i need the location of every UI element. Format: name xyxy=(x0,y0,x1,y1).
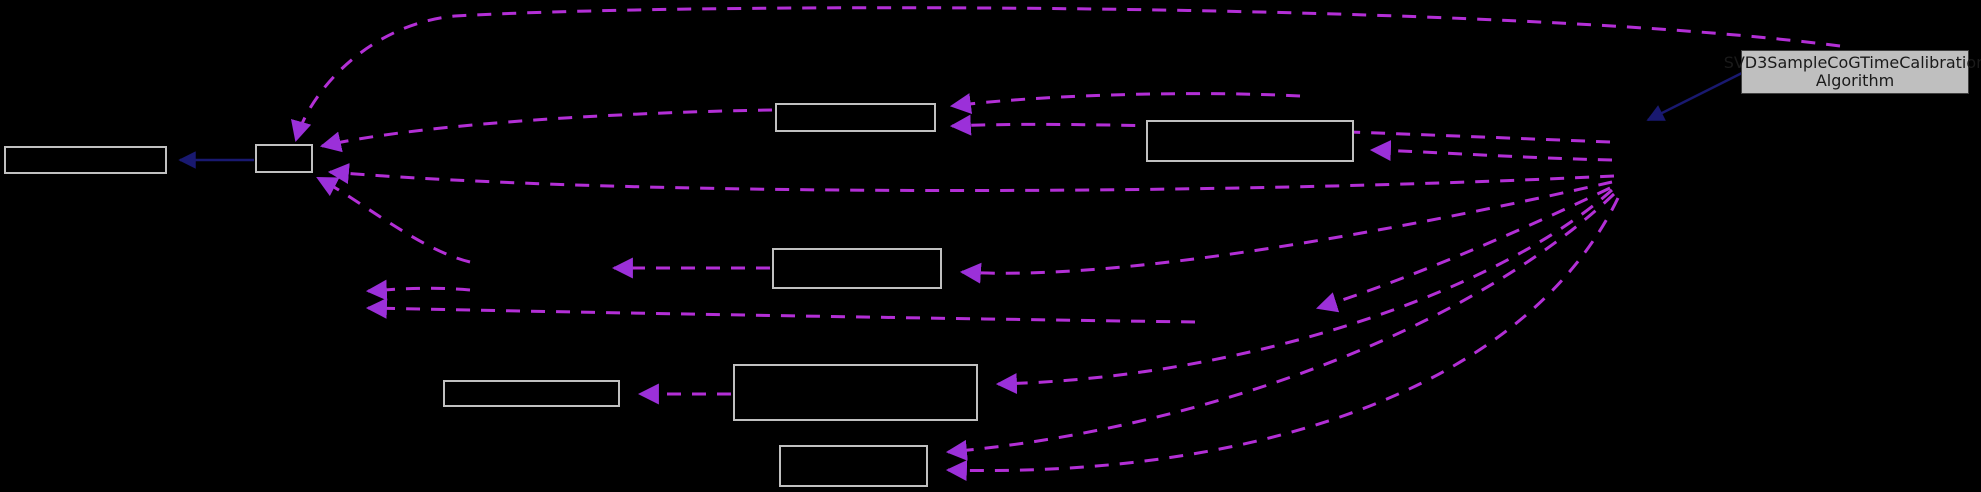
node-bottom[interactable] xyxy=(779,445,928,487)
edge-purple-11 xyxy=(945,197,1620,482)
edge-purple-7 xyxy=(959,180,1613,284)
node-left-2[interactable] xyxy=(255,144,313,173)
node-low-center[interactable] xyxy=(733,364,978,421)
node-left-1[interactable] xyxy=(4,146,167,174)
edge-purple-top-long xyxy=(291,6,1841,143)
edge-purple-1 xyxy=(319,108,773,153)
node-mid-center[interactable] xyxy=(772,248,942,289)
edge-purple-6 xyxy=(316,176,471,264)
edge-purple-fan-b xyxy=(365,297,1196,324)
edge-purple-2 xyxy=(949,92,1301,115)
edge-purple-4 xyxy=(1369,140,1613,162)
node-mid-top[interactable] xyxy=(775,103,936,132)
edge-purple-9 xyxy=(995,188,1613,395)
edge-purple-10 xyxy=(945,192,1616,461)
node-right-top[interactable] xyxy=(1146,120,1354,162)
node-svd3samplecogtimecalibrationalgorithm[interactable]: SVD3SampleCoGTimeCalibration Algorithm xyxy=(1724,50,1981,94)
edge-purple-5 xyxy=(327,163,1615,193)
edge-purple-angled xyxy=(1315,186,1611,313)
node-label: SVD3SampleCoGTimeCalibration Algorithm xyxy=(1723,52,1981,90)
edge-purple-fan-a xyxy=(365,279,471,301)
node-low-left[interactable] xyxy=(443,380,620,407)
